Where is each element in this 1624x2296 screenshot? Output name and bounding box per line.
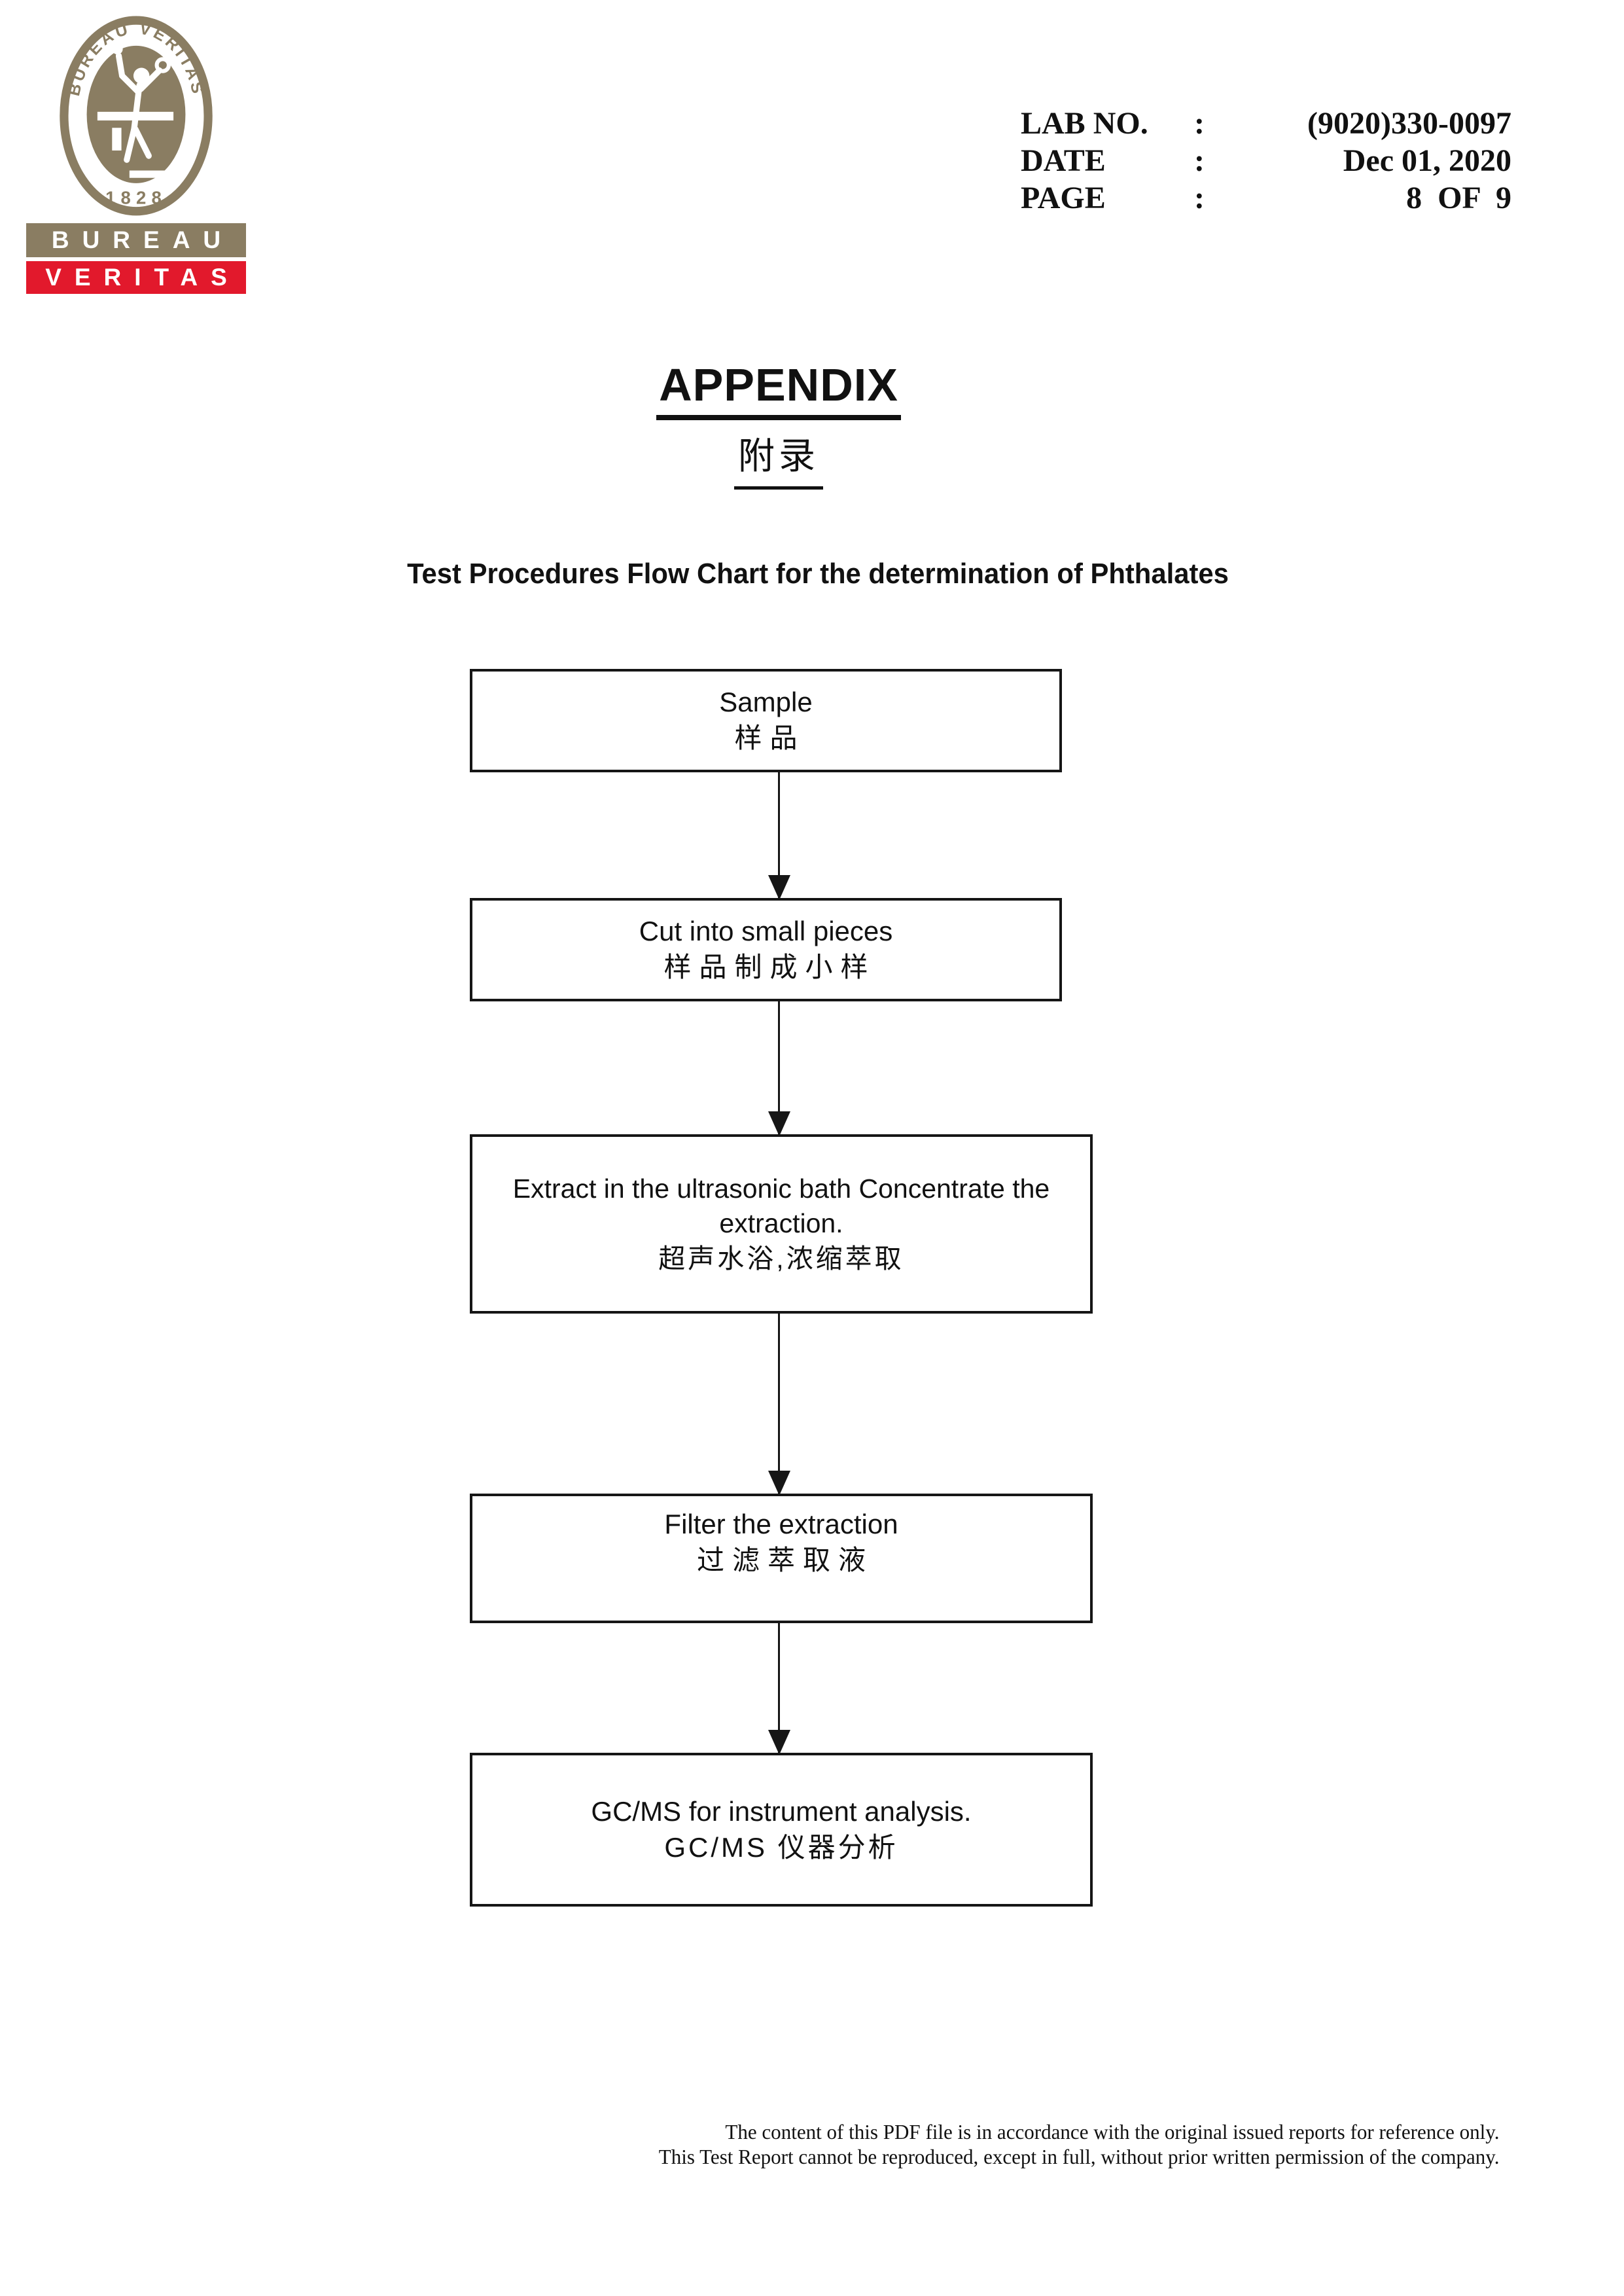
flow-step-cut: Cut into small pieces 样品制成小样	[470, 898, 1062, 1001]
appendix-title-zh: 附录	[734, 427, 823, 490]
lab-no-separator: :	[1194, 106, 1205, 141]
page-label: PAGE	[1021, 181, 1106, 215]
flow-step-gcms: GC/MS for instrument analysis. GC/MS 仪器分…	[470, 1753, 1093, 1907]
flow-step-filter-en: Filter the extraction	[664, 1509, 898, 1539]
flow-step-extract-zh: 超声水浴,浓缩萃取	[658, 1243, 904, 1274]
logo-veritas-label: VERITAS	[45, 264, 240, 291]
footer-line-2: This Test Report cannot be reproduced, e…	[659, 2145, 1500, 2168]
date-label: DATE	[1021, 143, 1106, 178]
date-separator: :	[1194, 143, 1205, 178]
flow-step-filter-zh: 过滤萃取液	[696, 1544, 874, 1575]
flow-step-sample: Sample 样品	[470, 669, 1062, 772]
flow-arrow-4	[778, 1623, 780, 1753]
flow-step-gcms-en: GC/MS for instrument analysis.	[591, 1795, 972, 1827]
flowchart-subtitle: Test Procedures Flow Chart for the deter…	[407, 558, 1229, 590]
lab-no-value: (9020)330-0097	[1307, 106, 1511, 141]
flow-arrow-1	[778, 772, 780, 898]
bureau-veritas-emblem-icon: BUREAU VERITAS 1828	[60, 16, 213, 216]
flow-step-extract-en: Extract in the ultrasonic bath Concentra…	[512, 1174, 1050, 1239]
logo-bar-veritas: VERITAS	[26, 261, 246, 294]
flow-step-cut-zh: 样品制成小样	[663, 952, 876, 982]
appendix-title-en: APPENDIX	[656, 359, 901, 420]
header-row-page: PAGE : 8 OF 9	[1021, 179, 1511, 217]
header-row-date: DATE : Dec 01, 2020	[1021, 142, 1511, 179]
flow-step-extract: Extract in the ultrasonic bath Concentra…	[470, 1134, 1093, 1314]
flow-arrow-2	[778, 1001, 780, 1134]
flow-step-sample-en: Sample	[719, 687, 813, 718]
logo-bureau-label: BUREAU	[51, 226, 234, 253]
flow-step-cut-en: Cut into small pieces	[639, 916, 893, 947]
logo-bar-bureau: BUREAU	[26, 223, 246, 257]
appendix-title-zh-row: 附录	[582, 427, 975, 490]
page-separator: :	[1194, 181, 1205, 215]
report-header: LAB NO. : (9020)330-0097 DATE : Dec 01, …	[1021, 105, 1511, 217]
footer-line-1: The content of this PDF file is in accor…	[725, 2120, 1500, 2144]
flow-arrow-3	[778, 1314, 780, 1494]
emblem-year: 1828	[105, 187, 167, 207]
page-value: 8 OF 9	[1406, 181, 1511, 215]
torch-flame-icon	[97, 43, 174, 178]
flow-step-gcms-zh: GC/MS 仪器分析	[664, 1831, 898, 1863]
lab-no-label: LAB NO.	[1021, 106, 1148, 141]
footer-disclaimer: The content of this PDF file is in accor…	[659, 2119, 1500, 2169]
date-value: Dec 01, 2020	[1343, 143, 1511, 178]
header-row-lab-no: LAB NO. : (9020)330-0097	[1021, 105, 1511, 142]
torch-figure-icon	[115, 52, 171, 163]
flow-step-sample-zh: 样品	[734, 723, 805, 753]
flow-step-filter: Filter the extraction 过滤萃取液	[470, 1494, 1093, 1623]
appendix-title-block: APPENDIX 附录	[582, 359, 975, 490]
